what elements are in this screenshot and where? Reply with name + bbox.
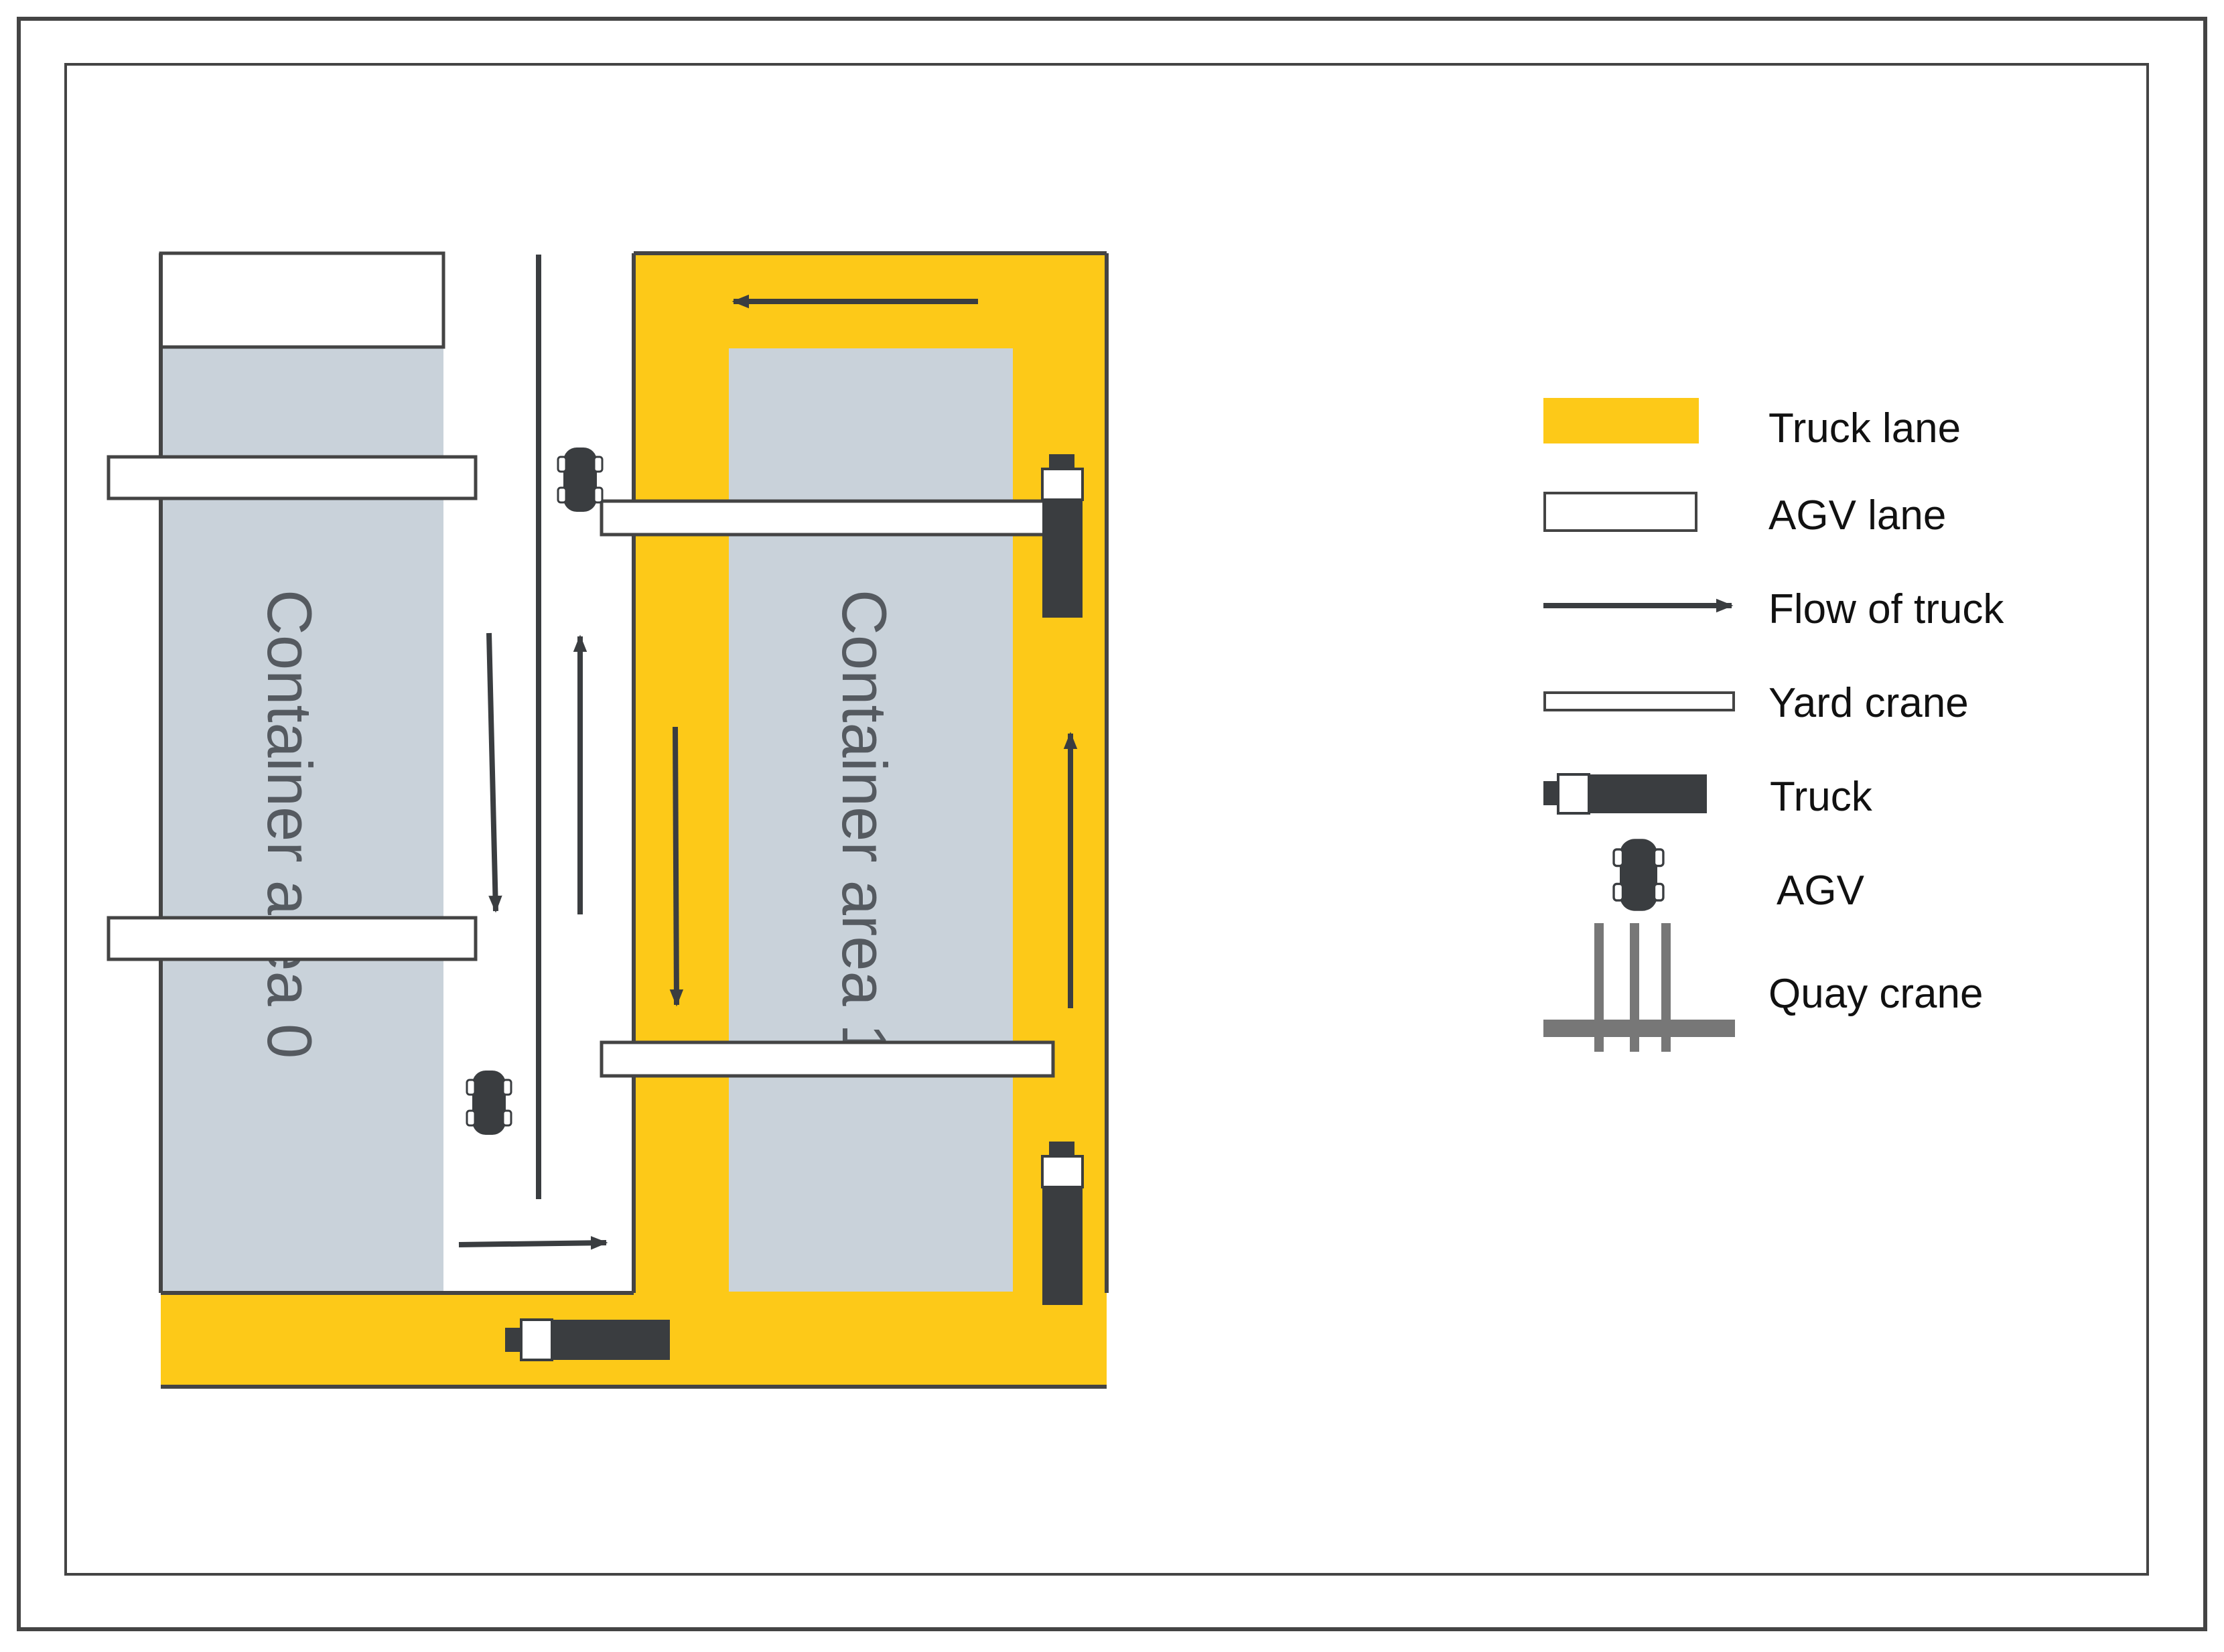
legend-agv-lane-label: AGV lane (1768, 492, 1946, 539)
yard-crane-area0-bottom (107, 916, 478, 961)
flow-arrow-agv-bottom (458, 1236, 608, 1250)
legend-yard-crane-label: Yard crane (1768, 680, 1969, 726)
legend-flow-of-truck-label: Flow of truck (1768, 586, 2004, 632)
legend-agv-lane-swatch (1543, 492, 1697, 532)
legend-quay-crane-icon (1543, 923, 1735, 1052)
container-area-0-block (161, 347, 443, 1292)
flow-arrow-area1-down (669, 726, 684, 1007)
legend-yard-crane-swatch (1543, 691, 1735, 711)
legend-agv-icon (1612, 837, 1665, 912)
yard-crane-area1-top (600, 499, 1054, 537)
agv-vehicle-bottom (466, 1069, 512, 1136)
container-area-0-label: Container area 0 (255, 590, 325, 1058)
truck-horizontal (505, 1318, 670, 1361)
truck-vertical-top (1041, 454, 1084, 618)
agv-vehicle-top (557, 446, 604, 513)
legend-truck-lane-swatch (1543, 398, 1699, 443)
area-0-top-block (159, 251, 445, 349)
legend-truck-lane-label: Truck lane (1768, 405, 1961, 452)
flow-arrow-agv-down (486, 632, 502, 913)
legend-truck-icon (1543, 773, 1707, 815)
yard-cranes (107, 455, 1055, 1078)
container-area-1-label: Container area 1 (829, 590, 900, 1058)
legend-quay-crane-label: Quay crane (1768, 971, 1984, 1017)
truck-vertical-bottom (1041, 1142, 1084, 1305)
legend: Truck lane AGV lane Flow of truck Yard c… (1543, 398, 2004, 1052)
legend-agv-label: AGV (1777, 868, 1865, 914)
layout-outlines (159, 251, 1109, 1389)
legend-truck-label: Truck (1770, 774, 1873, 820)
flow-arrows (458, 294, 1078, 1250)
yard-crane-area0-top (107, 455, 478, 500)
yard-crane-area1-bottom (600, 1040, 1055, 1078)
